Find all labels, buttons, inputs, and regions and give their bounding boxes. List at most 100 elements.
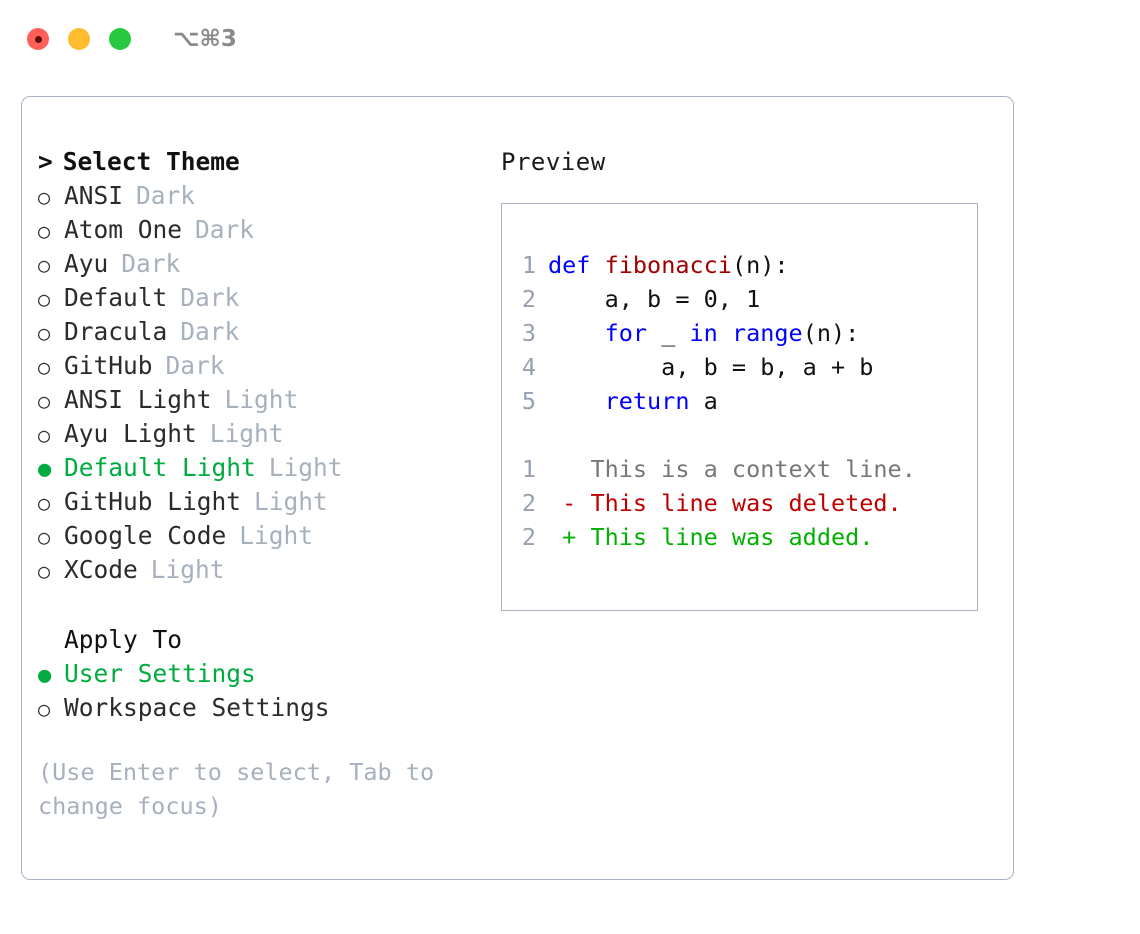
code-token: in — [689, 319, 718, 347]
code-token: _ — [647, 319, 690, 347]
apply-to-option-label: Workspace Settings — [64, 693, 330, 722]
radio-unselected-icon: ○ — [38, 287, 51, 311]
diff-line-content: This is a context line. — [548, 452, 915, 486]
section-spacer — [38, 587, 478, 623]
code-token: for — [604, 319, 648, 347]
theme-option-tag: Dark — [180, 317, 240, 346]
code-line-content: a, b = b, a + b — [548, 350, 873, 384]
theme-option-dracula[interactable]: ○ Dracula Dark — [38, 315, 478, 349]
theme-option-label: Ayu Light — [64, 419, 197, 448]
code-spacer — [502, 418, 977, 452]
theme-option-label: Google Code — [64, 521, 227, 550]
code-line: 1 def fibonacci(n): — [502, 248, 977, 282]
radio-unselected-icon: ○ — [38, 321, 51, 345]
theme-option-tag: Light — [254, 487, 328, 516]
theme-option-label: GitHub — [64, 351, 153, 380]
theme-option-label: GitHub Light — [64, 487, 242, 516]
minimize-button-icon[interactable] — [68, 28, 90, 50]
code-line-content: a, b = 0, 1 — [548, 282, 761, 316]
code-line-content: return a — [548, 384, 718, 418]
code-token: a, b = 0, 1 — [548, 285, 761, 313]
diff-line-content: - This line was deleted. — [548, 486, 902, 520]
radio-selected-icon: ● — [38, 663, 52, 688]
line-number: 2 — [521, 523, 536, 551]
radio-unselected-icon: ○ — [38, 697, 51, 721]
radio-unselected-icon: ○ — [38, 389, 51, 413]
code-token — [718, 319, 732, 347]
code-line: 5 return a — [502, 384, 977, 418]
title-bar: ⌥⌘3 — [0, 0, 1140, 78]
theme-option-tag: Dark — [195, 215, 255, 244]
apply-to-list: ● User Settings ○ Workspace Settings — [38, 657, 478, 725]
close-button-icon[interactable] — [27, 28, 49, 50]
apply-to-option-label: User Settings — [64, 659, 256, 688]
line-number: 1 — [521, 251, 536, 279]
code-line: 2 a, b = 0, 1 — [502, 282, 977, 316]
apply-to-title: Apply To — [64, 625, 183, 654]
code-token — [590, 251, 604, 279]
theme-option-tag: Dark — [165, 351, 225, 380]
theme-option-tag: Light — [150, 555, 225, 584]
line-number: 5 — [521, 387, 536, 415]
code-token: def — [548, 251, 591, 279]
theme-option-tag: Dark — [180, 283, 240, 312]
theme-option-github-light[interactable]: ○ GitHub Light Light — [38, 485, 478, 519]
apply-to-option-user-settings[interactable]: ● User Settings — [38, 657, 478, 691]
theme-option-label: Default Light — [64, 453, 256, 482]
theme-option-tag: Dark — [121, 249, 181, 278]
code-token: fibonacci — [604, 251, 732, 279]
radio-unselected-icon: ○ — [38, 355, 51, 379]
code-line-content: for _ in range(n): — [548, 316, 860, 350]
apply-to-option-workspace-settings[interactable]: ○ Workspace Settings — [38, 691, 478, 725]
maximize-button-icon[interactable] — [109, 28, 131, 50]
radio-unselected-icon: ○ — [38, 185, 51, 209]
theme-option-tag: Light — [268, 453, 343, 482]
theme-option-label: Ayu — [64, 249, 109, 278]
line-number: 3 — [521, 319, 536, 347]
code-line: 4 a, b = b, a + b — [502, 350, 977, 384]
close-dot-icon — [34, 35, 42, 43]
line-number: 2 — [521, 285, 536, 313]
code-token: range — [731, 319, 803, 347]
radio-unselected-icon: ○ — [38, 423, 51, 447]
preview-title: Preview — [501, 148, 606, 176]
diff-block: 1 This is a context line. 2 - This line w… — [502, 452, 977, 554]
code-token — [548, 319, 605, 347]
code-line: 3 for _ in range(n): — [502, 316, 977, 350]
radio-unselected-icon: ○ — [38, 491, 51, 515]
diff-line-content: + This line was added. — [548, 520, 873, 554]
theme-option-label: Dracula — [64, 317, 168, 346]
code-token — [548, 387, 605, 415]
theme-option-tag: Light — [239, 521, 314, 550]
line-number: 2 — [521, 489, 536, 517]
line-number: 1 — [521, 455, 536, 483]
line-number: 4 — [521, 353, 536, 381]
theme-option-github[interactable]: ○ GitHub Dark — [38, 349, 478, 383]
code-line-content: def fibonacci(n): — [548, 248, 789, 282]
diff-line: 2 + This line was added. — [502, 520, 977, 554]
keyboard-shortcut-label: ⌥⌘3 — [173, 26, 237, 52]
caret-icon: > — [38, 147, 53, 176]
radio-unselected-icon: ○ — [38, 559, 51, 583]
code-token: (n): — [731, 251, 789, 279]
diff-line: 1 This is a context line. — [502, 452, 977, 486]
page-title: >Select Theme — [38, 145, 478, 179]
radio-unselected-icon: ○ — [38, 219, 51, 243]
code-token: a — [689, 387, 718, 415]
theme-option-tag: Dark — [136, 181, 196, 210]
